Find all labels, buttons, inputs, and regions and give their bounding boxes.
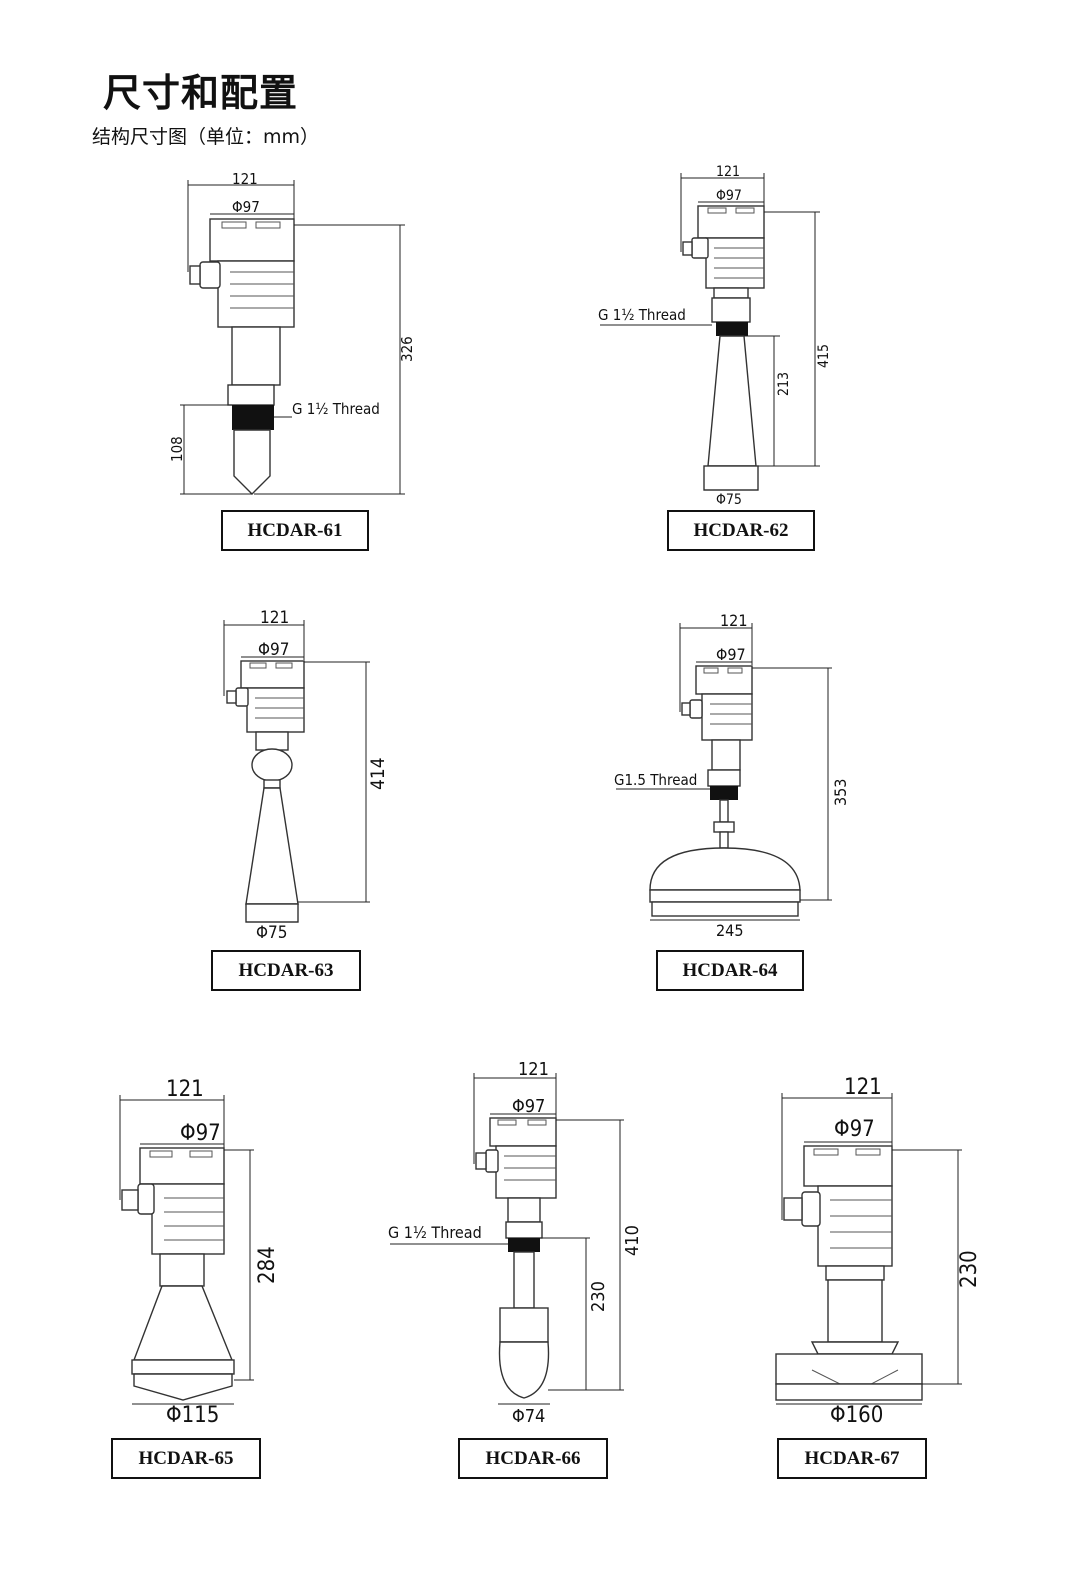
model-label-hcdar-64: HCDAR-64 (656, 950, 804, 991)
dim-diameter-64: Φ97 (716, 645, 746, 664)
drawing-hcdar-62: 121 Φ97 415 213 G 1½ Thread Φ75 (598, 164, 832, 508)
dim-bottom-65: Φ115 (166, 1403, 219, 1428)
drawing-hcdar-65: 121 Φ97 284 Φ115 (119, 1077, 280, 1428)
dim-bottom-62: Φ75 (716, 492, 742, 508)
dim-bottom-67: Φ160 (830, 1403, 883, 1428)
page-title: 尺寸和配置 (103, 71, 299, 115)
drawing-hcdar-67: 121 Φ97 230 Φ160 (775, 1075, 982, 1428)
dim-width-67: 121 (844, 1075, 882, 1100)
thread-label-64: G1.5 Thread (614, 771, 697, 789)
drawing-hcdar-64: 121 Φ97 353 G1.5 Thread 245 (614, 611, 850, 940)
dim-horn-62: 213 (776, 372, 792, 396)
page-subtitle: 结构尺寸图（单位：mm） (92, 126, 320, 148)
dim-diameter-61: Φ97 (232, 198, 260, 216)
model-label-hcdar-66: HCDAR-66 (458, 1438, 608, 1479)
thread-label-61: G 1½ Thread (292, 400, 380, 418)
thread-label-62: G 1½ Thread (598, 306, 686, 324)
drawing-hcdar-63: 121 Φ97 414 Φ75 (223, 608, 389, 943)
dim-width-64: 121 (720, 611, 747, 630)
model-label-hcdar-61: HCDAR-61 (221, 510, 369, 551)
thread-label-66: G 1½ Thread (388, 1223, 482, 1242)
drawing-hcdar-66: 121 Φ97 410 230 G 1½ Thread Φ74 (388, 1059, 643, 1427)
dim-bottom-64: 245 (716, 921, 743, 940)
dim-diameter-62: Φ97 (716, 188, 742, 204)
dim-diameter-67: Φ97 (834, 1117, 875, 1142)
dim-diameter-66: Φ97 (512, 1096, 545, 1117)
dim-insert-61: 108 (168, 436, 186, 462)
dim-width-63: 121 (260, 608, 289, 628)
dim-width-65: 121 (166, 1077, 204, 1102)
dim-height-66: 410 (622, 1225, 643, 1256)
dim-diameter-63: Φ97 (258, 640, 290, 660)
dim-height-64: 353 (831, 779, 850, 806)
dim-height-63: 414 (367, 757, 389, 790)
dim-width-61: 121 (232, 170, 258, 188)
dim-width-66: 121 (518, 1059, 549, 1080)
dim-bottom-66: Φ74 (512, 1406, 545, 1427)
dim-height-67: 230 (957, 1250, 982, 1288)
drawing-hcdar-61: 121 Φ97 326 108 G 1½ Thread (168, 170, 416, 495)
dim-height-61: 326 (398, 336, 416, 362)
model-label-hcdar-62: HCDAR-62 (667, 510, 815, 551)
dim-bottom-63: Φ75 (256, 923, 288, 943)
model-label-hcdar-63: HCDAR-63 (211, 950, 361, 991)
model-label-hcdar-65: HCDAR-65 (111, 1438, 261, 1479)
dim-width-62: 121 (716, 164, 740, 180)
dim-height-62: 415 (816, 344, 832, 368)
dim-stem-66: 230 (588, 1281, 609, 1312)
model-label-hcdar-67: HCDAR-67 (777, 1438, 927, 1479)
dim-diameter-65: Φ97 (180, 1121, 221, 1146)
dim-height-65: 284 (255, 1246, 280, 1284)
